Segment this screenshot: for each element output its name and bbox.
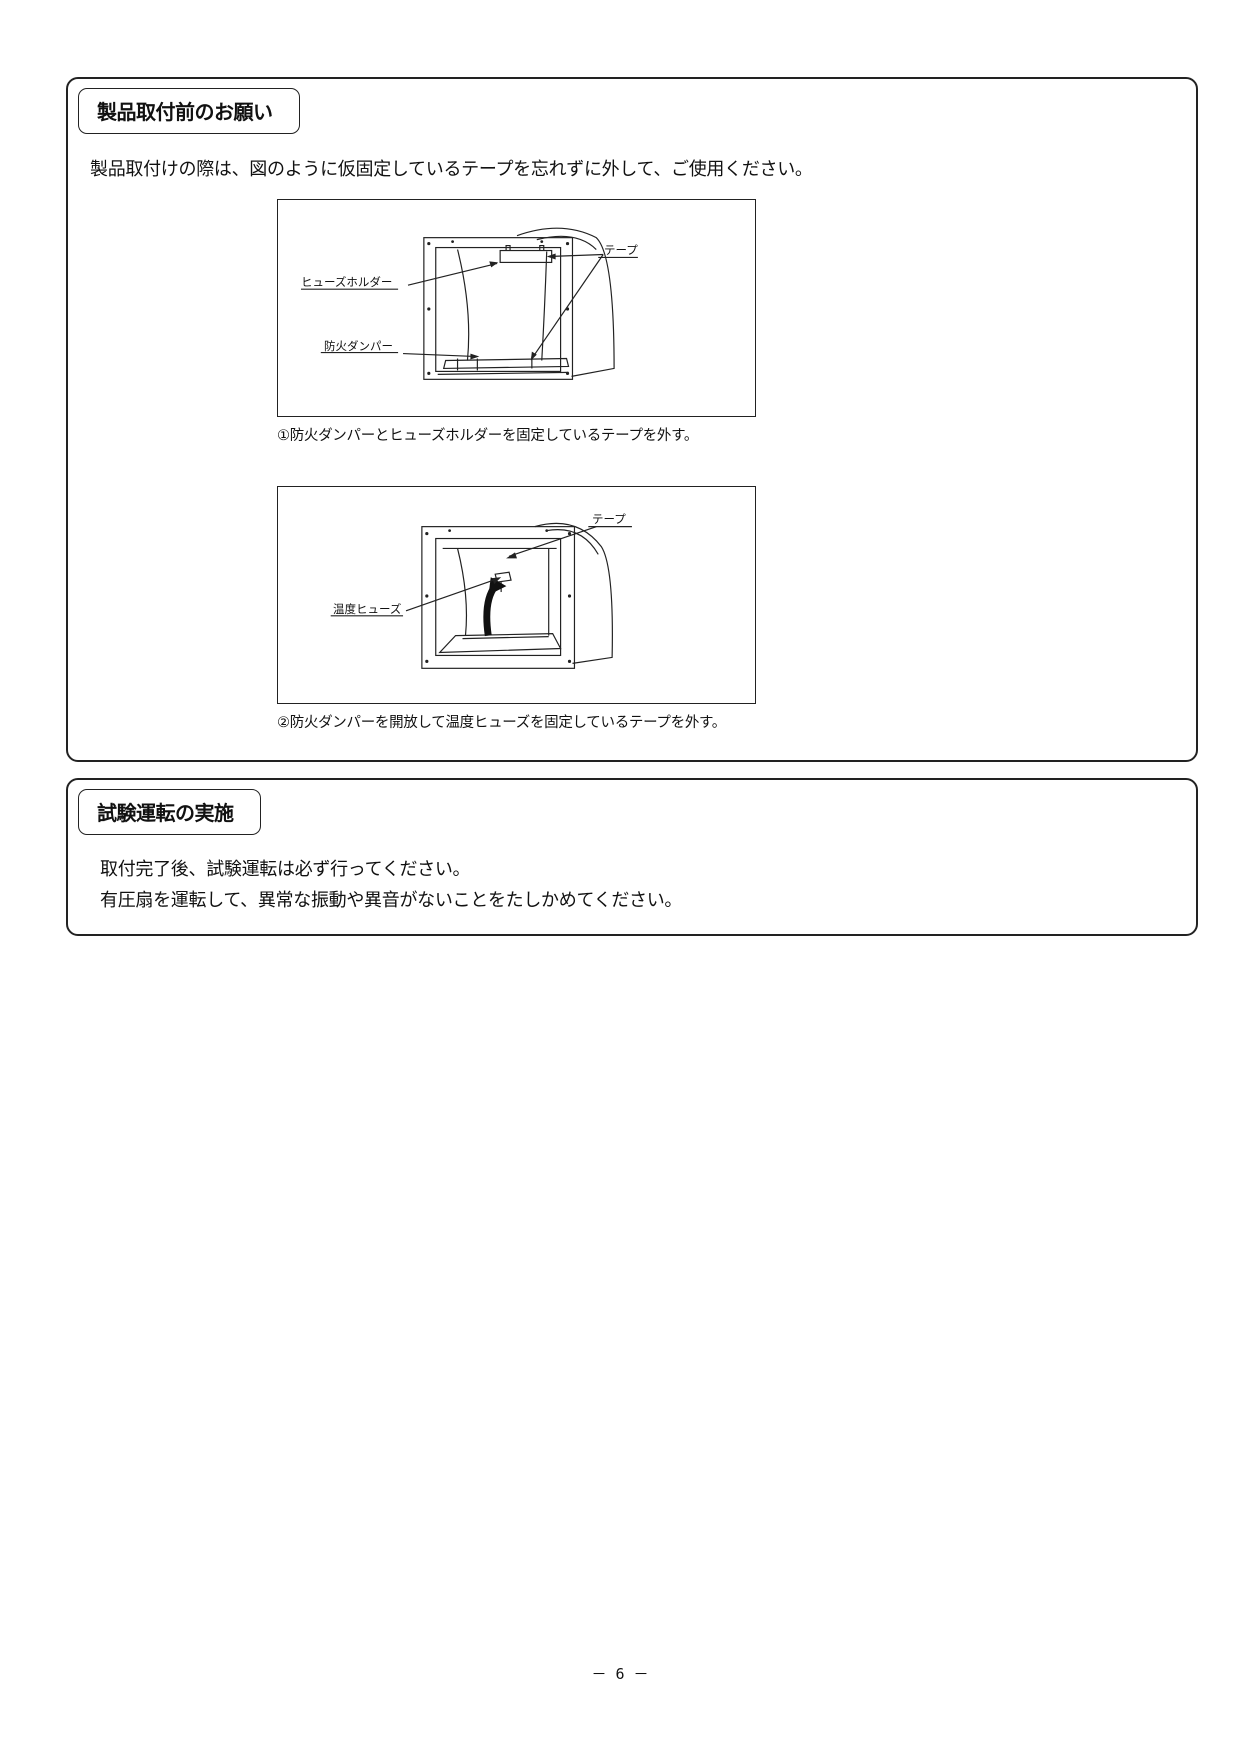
section-title: 試験運転の実施 xyxy=(78,789,261,835)
figure-2-temperature-fuse: テープ 温度ヒューズ xyxy=(277,486,756,704)
section-before-installation: 製品取付前のお願い 製品取付けの際は、図のように仮固定しているテープを忘れずに外… xyxy=(66,77,1198,762)
label-fire-damper: 防火ダンパー xyxy=(324,339,393,353)
figure-2-caption: ②防火ダンパーを開放して温度ヒューズを固定しているテープを外す。 xyxy=(277,715,726,731)
label-temperature-fuse: 温度ヒューズ xyxy=(333,602,402,616)
figure-1-damper-fuse-holder: テープ ヒューズホルダー 防火ダンパー xyxy=(277,199,756,417)
page-number: － 6 － xyxy=(591,1665,649,1683)
test-run-line-2: 有圧扇を運転して、異常な振動や異音がないことをたしかめてください。 xyxy=(100,890,683,911)
label-fuse-holder: ヒューズホルダー xyxy=(301,275,393,289)
intro-text: 製品取付けの際は、図のように仮固定しているテープを忘れずに外して、ご使用ください… xyxy=(90,159,813,180)
section-test-run: 試験運転の実施 取付完了後、試験運転は必ず行ってください。 有圧扇を運転して、異… xyxy=(66,778,1198,936)
section-title: 製品取付前のお願い xyxy=(78,88,300,134)
test-run-line-1: 取付完了後、試験運転は必ず行ってください。 xyxy=(100,859,471,880)
label-tape: テープ xyxy=(604,243,638,257)
label-tape: テープ xyxy=(592,512,626,526)
figure-1-caption: ①防火ダンパーとヒューズホルダーを固定しているテープを外す。 xyxy=(277,428,699,444)
